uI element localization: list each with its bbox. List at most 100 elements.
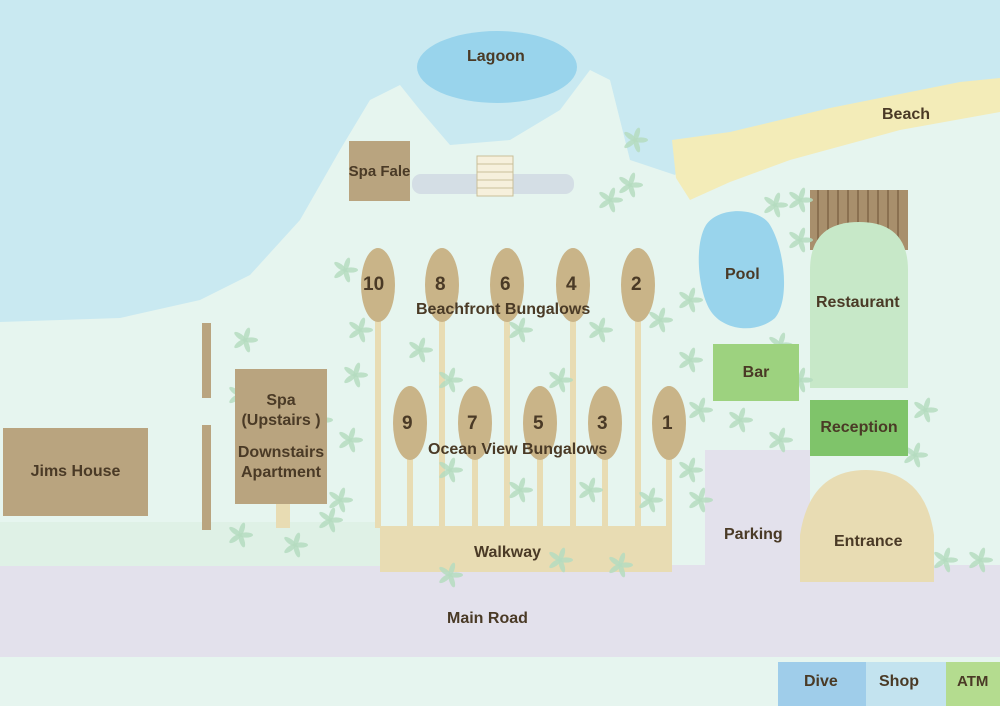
- beachfront-bungalow-6: [490, 248, 524, 322]
- bungalow-stilt: [602, 440, 608, 528]
- palm-tree-icon: [234, 327, 258, 353]
- apartment-label: Apartment: [240, 463, 321, 481]
- jims-house-label: Jims House: [30, 463, 121, 480]
- beachfront-bungalow-8: [425, 248, 459, 322]
- palm-tree-icon: [549, 367, 573, 393]
- bungalow-4-number: 4: [566, 274, 577, 295]
- bungalow-stilt: [666, 440, 672, 528]
- beachfront-bungalows-label: Beachfront Bungalows: [416, 301, 591, 318]
- spa-post: [276, 503, 290, 528]
- palm-tree-icon: [229, 522, 253, 548]
- palm-tree-icon: [639, 487, 663, 513]
- parking-surface: [705, 450, 810, 570]
- palm-tree-icon: [689, 397, 713, 423]
- palm-tree-icon: [789, 227, 813, 253]
- bungalow-3-number: 3: [597, 413, 608, 434]
- palm-tree-icon: [619, 172, 643, 198]
- bungalow-stilt: [472, 440, 478, 528]
- main-road-label: Main Road: [447, 610, 528, 627]
- palm-tree-icon: [789, 187, 813, 213]
- bungalow-10-number: 10: [363, 274, 385, 295]
- palm-tree-icon: [439, 562, 463, 588]
- spa-upstairs-label: (Upstairs ): [241, 411, 321, 429]
- sea: [0, 0, 1000, 322]
- palm-tree-icon: [344, 362, 368, 388]
- spa-fale: Spa Fale: [349, 141, 410, 201]
- entrance-label: Entrance: [834, 533, 903, 550]
- dive-label: Dive: [804, 673, 838, 690]
- bungalow-2-number: 2: [631, 274, 642, 295]
- palm-tree-icon: [409, 337, 433, 363]
- beach-label: Beach: [882, 106, 931, 123]
- bar-label: Bar: [742, 363, 770, 381]
- spa-building: Spa (Upstairs ) Downstairs Apartment: [235, 369, 327, 504]
- bungalow-stilt: [407, 440, 413, 528]
- palm-tree-group: [229, 127, 993, 588]
- reception: Reception: [810, 400, 908, 456]
- bungalow-stilt: [439, 300, 445, 528]
- ocean-view-bungalow-5: [523, 386, 557, 460]
- bungalow-stilt: [375, 300, 381, 528]
- palm-tree-icon: [689, 487, 713, 513]
- dive-panel: [778, 662, 866, 706]
- parking-label: Parking: [724, 526, 783, 543]
- reception-label: Reception: [820, 419, 898, 436]
- beachfront-bungalow-4: [556, 248, 590, 322]
- palm-tree-icon: [599, 187, 623, 213]
- palm-tree-icon: [329, 487, 353, 513]
- ocean-view-bungalow-1: [652, 386, 686, 460]
- bungalow-stilt: [537, 440, 543, 528]
- beachfront-bungalow-10: [361, 248, 395, 322]
- shop-label: Shop: [879, 673, 919, 690]
- entrance-dome: [800, 470, 934, 582]
- palm-tree-icon: [729, 407, 753, 433]
- palm-tree-icon: [509, 317, 533, 343]
- palm-tree-icon: [579, 477, 603, 503]
- beach-sand: [672, 78, 1000, 200]
- spa-fale-label: Spa Fale: [348, 162, 411, 180]
- fence-post: [202, 323, 211, 398]
- bungalow-1-number: 1: [662, 413, 673, 434]
- palm-tree-icon: [589, 317, 613, 343]
- walkway-label: Walkway: [474, 544, 541, 561]
- lagoon-label: Lagoon: [467, 48, 525, 65]
- bungalow-5-number: 5: [533, 413, 544, 434]
- palm-tree-icon: [934, 547, 958, 573]
- palm-tree-icon: [319, 507, 343, 533]
- bungalow-stilts: [375, 300, 672, 528]
- lagoon-water: [417, 31, 577, 103]
- atm-label: ATM: [957, 673, 989, 690]
- jims-house: Jims House: [3, 428, 148, 516]
- pool-water: [698, 211, 785, 329]
- ocean-view-bungalow-9: [393, 386, 427, 460]
- palm-tree-icon: [439, 457, 463, 483]
- bungalow-6-number: 6: [500, 274, 511, 295]
- lagoon-steps: [476, 155, 514, 197]
- bungalow-group: [361, 248, 686, 460]
- palm-tree-icon: [764, 192, 788, 218]
- palm-tree-icon: [624, 127, 648, 153]
- pool-label: Pool: [725, 266, 760, 283]
- palm-tree-icon: [649, 307, 673, 333]
- bungalow-stilt: [635, 300, 641, 528]
- bungalow-stilt: [570, 300, 576, 528]
- palm-tree-icon: [679, 457, 703, 483]
- bungalow-9-number: 9: [402, 413, 413, 434]
- restaurant-building: [810, 222, 908, 388]
- bungalow-stilt: [504, 300, 510, 528]
- roadside-strip: [0, 522, 380, 566]
- palm-tree-icon: [349, 317, 373, 343]
- palm-tree-icon: [679, 287, 703, 313]
- palm-tree-icon: [509, 477, 533, 503]
- downstairs-label: Downstairs: [237, 443, 325, 461]
- palm-tree-icon: [549, 547, 573, 573]
- atm-panel: [946, 662, 1000, 706]
- bungalow-7-number: 7: [467, 413, 478, 434]
- bar: Bar: [713, 344, 799, 401]
- palm-tree-icon: [439, 367, 463, 393]
- bungalow-8-number: 8: [435, 274, 446, 295]
- palm-tree-icon: [609, 552, 633, 578]
- beachfront-bungalow-2: [621, 248, 655, 322]
